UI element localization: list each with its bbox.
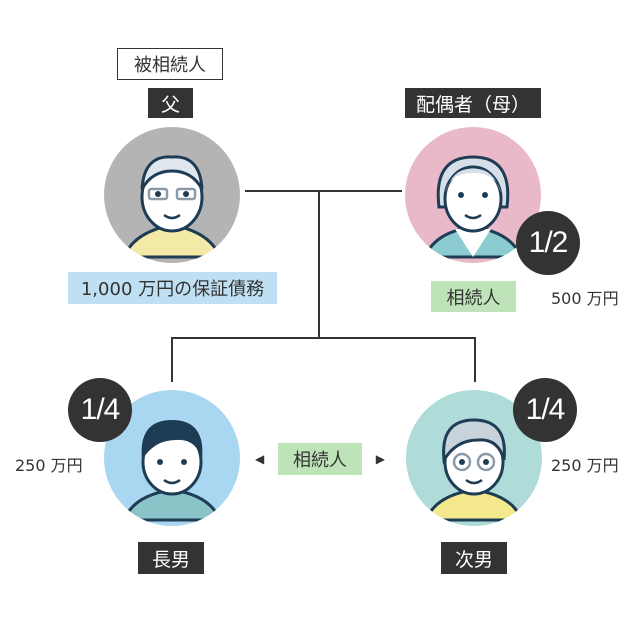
eldest-son-share-badge: 1/4 xyxy=(68,378,132,442)
spouse-share-badge: 1/2 xyxy=(516,211,580,275)
second-son-line xyxy=(474,337,476,382)
second-son-share-badge: 1/4 xyxy=(513,378,577,442)
second-son-amount: 250 万円 xyxy=(551,456,619,475)
eldest-son-amount: 250 万円 xyxy=(15,456,83,475)
children-status-label: 相続人 xyxy=(278,443,362,475)
eldest-son-label: 長男 xyxy=(138,542,204,574)
spouse-label: 配偶者（母） xyxy=(405,88,541,118)
debt-label: 1,000 万円の保証債務 xyxy=(68,272,277,304)
father-avatar xyxy=(104,127,240,263)
marriage-line xyxy=(245,190,402,192)
spouse-status-label: 相続人 xyxy=(431,281,516,312)
left-arrow-icon: ◀ xyxy=(255,452,265,466)
children-line xyxy=(171,337,476,339)
decedent-role-label: 被相続人 xyxy=(117,48,223,80)
eldest-son-line xyxy=(171,337,173,382)
father-label: 父 xyxy=(148,88,193,118)
children-status: ◀ 相続人 ▶ xyxy=(255,443,385,475)
descent-line xyxy=(318,190,320,339)
spouse-amount: 500 万円 xyxy=(551,289,619,308)
second-son-label: 次男 xyxy=(441,542,507,574)
right-arrow-icon: ▶ xyxy=(375,452,385,466)
